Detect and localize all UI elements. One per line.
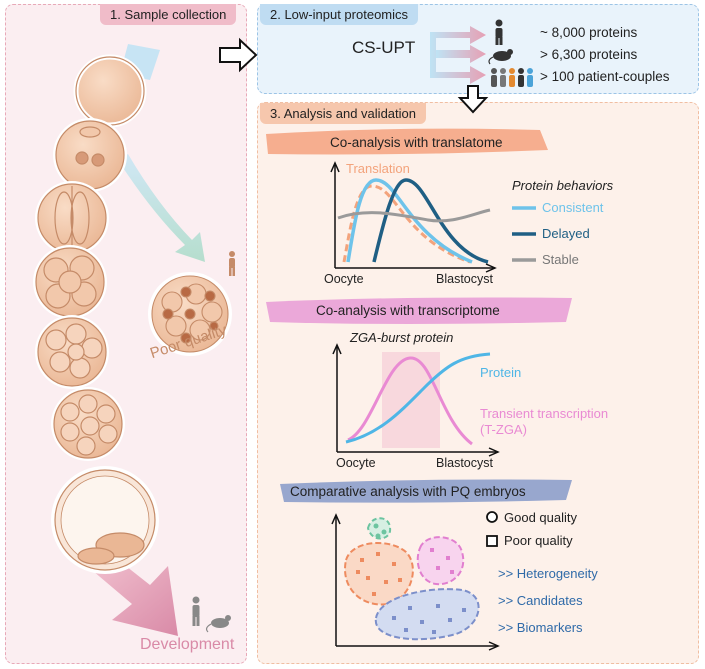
- transcriptome-x-end: Blastocyst: [436, 456, 493, 470]
- translation-label: Translation: [346, 161, 410, 176]
- transient-label-line2: (T-ZGA): [480, 422, 527, 437]
- transcriptome-plot: [332, 343, 500, 457]
- legend-stable: Stable: [542, 252, 579, 267]
- translatome-header-brush: [266, 128, 548, 155]
- analysis-panel: [257, 102, 699, 664]
- to-analysis-arrow: [457, 85, 489, 114]
- delayed-curve: [372, 178, 489, 264]
- proteomics-title: 2. Low-input proteomics: [260, 4, 419, 25]
- protein-label: Protein: [480, 365, 522, 380]
- translatome-x-end: Blastocyst: [436, 272, 493, 286]
- pq-title: Comparative analysis with PQ embryos: [290, 484, 526, 499]
- method-label: CS-UPT: [352, 38, 416, 57]
- stable-curve: [337, 208, 491, 223]
- blue-cluster: [374, 588, 480, 641]
- sample-collection-title: 1. Sample collection: [100, 4, 237, 25]
- protein-curve: [345, 352, 491, 444]
- translatome-x-start: Oocyte: [324, 272, 364, 286]
- human-icon: [229, 251, 235, 276]
- person-icon: [495, 19, 503, 45]
- legend-delayed: Delayed: [542, 226, 590, 241]
- patient-couples-icon: [491, 68, 533, 87]
- analysis-title: 3. Analysis and validation: [260, 103, 426, 124]
- poor-quality-arrow: [118, 154, 205, 262]
- poor-quality-marker: [486, 535, 498, 547]
- mouse-icon: [488, 49, 513, 65]
- legend-title: Protein behaviors: [512, 178, 614, 193]
- transcriptome-header-brush: [266, 297, 572, 324]
- proteins-mouse: > 6,300 proteins: [540, 47, 638, 62]
- development-label: Development: [140, 636, 235, 653]
- proteomics-fork-arrow: [430, 26, 486, 84]
- pink-cluster: [416, 536, 465, 586]
- finding-biomarkers: >> Biomarkers: [498, 620, 583, 635]
- development-mouse-icon: [205, 615, 231, 633]
- to-proteomics-arrow: [219, 37, 258, 73]
- pq-header-brush: [280, 479, 572, 503]
- embryo-stages: [33, 54, 159, 574]
- good-quality-label: Good quality: [504, 510, 577, 525]
- transcriptome-title: Co-analysis with transcriptome: [316, 303, 500, 318]
- development-human-icon: [192, 596, 200, 626]
- proteins-human: ~ 8,000 proteins: [540, 25, 638, 40]
- patient-couples: > 100 patient-couples: [540, 69, 670, 84]
- translatome-title: Co-analysis with translatome: [330, 135, 503, 150]
- finding-heterogeneity: >> Heterogeneity: [498, 566, 598, 581]
- translatome-plot: [330, 161, 536, 273]
- transient-curve: [347, 356, 473, 446]
- pq-plot: [331, 511, 500, 651]
- consistent-curve: [346, 178, 473, 264]
- legend-consistent: Consistent: [542, 200, 604, 215]
- transcriptome-x-start: Oocyte: [336, 456, 376, 470]
- proteomics-mid-arrow: [436, 45, 486, 63]
- poor-quality-embryo: [148, 272, 232, 356]
- zga-burst-label: ZGA-burst protein: [350, 330, 454, 345]
- transient-label-line1: Transient transcription: [480, 406, 609, 421]
- translation-curve: [342, 184, 471, 264]
- finding-candidates: >> Candidates: [498, 593, 583, 608]
- good-quality-marker: [486, 511, 498, 523]
- poor-quality-legend: Poor quality: [504, 533, 573, 548]
- development-arrow: [80, 555, 178, 636]
